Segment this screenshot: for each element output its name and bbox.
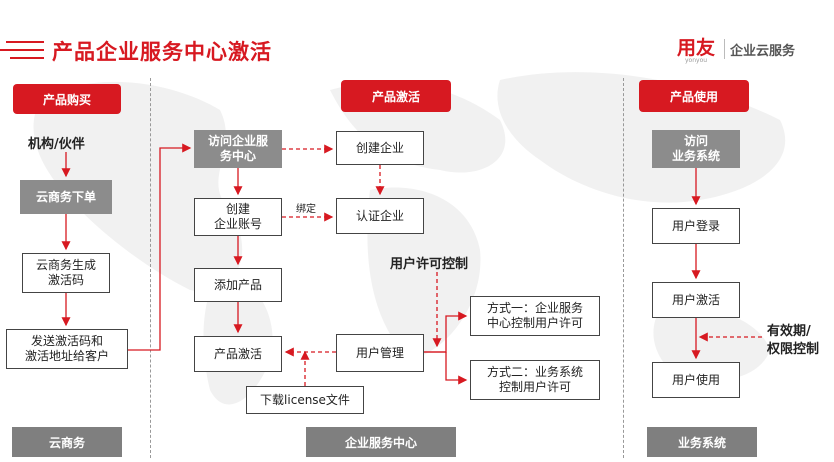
logo-brand: 企业云服务 bbox=[730, 44, 796, 59]
create-account-box: 创建 企业账号 bbox=[194, 198, 282, 236]
arrow-send-visit bbox=[128, 143, 192, 351]
certify-enterprise-box: 认证企业 bbox=[336, 198, 424, 234]
footer-cloud-business: 云商务 bbox=[12, 427, 122, 457]
section-usage: 产品使用 bbox=[639, 80, 749, 112]
bind-label: 绑定 bbox=[296, 204, 316, 215]
user-activate-box: 用户激活 bbox=[652, 282, 740, 318]
user-management-box: 用户管理 bbox=[336, 334, 424, 372]
section-activation: 产品激活 bbox=[341, 80, 451, 112]
yonyou-logo: 用友 yonyou 企业云服务 bbox=[677, 33, 827, 67]
method-one-box: 方式一：企业服务 中心控制用户许可 bbox=[470, 296, 600, 336]
page-title: 产品企业服务中心激活 bbox=[52, 40, 272, 64]
footer-business-system: 业务系统 bbox=[647, 427, 757, 457]
add-product-box: 添加产品 bbox=[194, 268, 282, 302]
user-use-box: 用户使用 bbox=[652, 362, 740, 398]
logo-separator bbox=[724, 39, 725, 59]
generate-code-box: 云商务生成 激活码 bbox=[22, 253, 110, 293]
world-map-background bbox=[33, 72, 786, 405]
order-box: 云商务下单 bbox=[20, 180, 112, 214]
user-login-box: 用户登录 bbox=[652, 208, 740, 244]
download-license-box: 下载license文件 bbox=[246, 386, 364, 414]
logo-name: 用友 bbox=[677, 37, 716, 59]
logo-sub: yonyou bbox=[685, 57, 708, 64]
arrow-manage-method-two bbox=[445, 352, 468, 385]
column-divider-right bbox=[623, 78, 624, 458]
visit-system-box: 访问 业务系统 bbox=[652, 130, 740, 168]
section-purchase: 产品购买 bbox=[13, 84, 121, 114]
visit-center-box: 访问企业服 务中心 bbox=[194, 130, 282, 168]
create-enterprise-box: 创建企业 bbox=[336, 131, 424, 165]
activate-product-box: 产品激活 bbox=[194, 336, 282, 372]
validity-label: 有效期/ 权限控制 bbox=[767, 324, 820, 357]
footer-enterprise-center: 企业服务中心 bbox=[306, 427, 456, 457]
send-code-box: 发送激活码和 激活地址给客户 bbox=[6, 329, 128, 369]
column-divider-left bbox=[150, 78, 151, 458]
arrow-manage-method-one bbox=[424, 311, 468, 353]
partner-label: 机构/伙伴 bbox=[28, 137, 85, 152]
method-two-box: 方式二：业务系统 控制用户许可 bbox=[470, 360, 600, 400]
license-control-label: 用户许可控制 bbox=[390, 257, 469, 272]
